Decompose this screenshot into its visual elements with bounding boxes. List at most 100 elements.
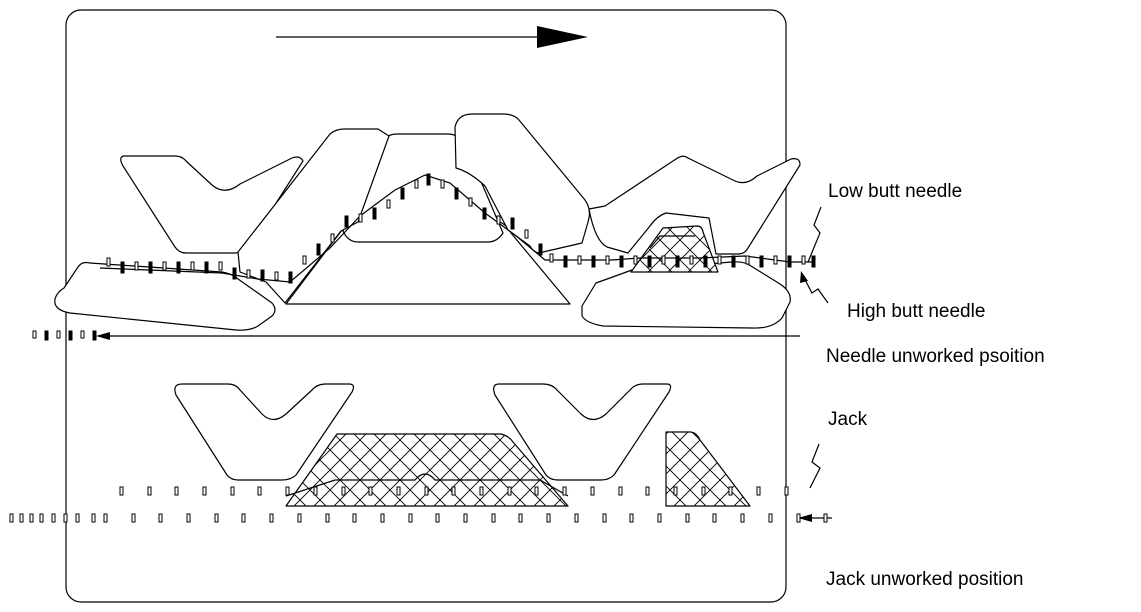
needle-butt [120,261,125,274]
jack-cam-group [174,383,751,507]
needle-butt [358,213,363,223]
jack-cam-hatched-small [665,431,751,507]
label-needle-unworked-position: Needle unworked psoition [826,346,1045,367]
jack-unworked-line [9,513,832,523]
needle-butt [633,255,638,265]
jack-unworked-mark [9,513,14,523]
needle-butt [414,179,419,189]
needle-butt [148,261,153,274]
needle-unworked-mark [80,330,85,339]
high-butt-arrowhead [800,271,808,283]
needle-butt-marks [106,173,816,284]
needle-butt [246,269,251,279]
jack-path-curve [285,473,569,497]
needle-butt [538,243,543,256]
needle-butt [400,187,405,200]
needle-cam-left-riser [237,128,390,304]
needle-butt [274,271,279,281]
jack-unworked-mark [63,513,68,523]
needle-butt [176,261,181,274]
needle-butt [577,255,582,265]
jack-unworked-mark [269,513,274,523]
jack-unworked-mark [657,513,662,523]
needle-butt [591,255,596,268]
jack-butt [202,486,207,496]
jack-unworked-mark [823,513,828,523]
jack-butt [257,486,262,496]
needle-unworked-mark [32,330,37,339]
needle-butt [316,243,321,256]
jack-unworked-mark [768,513,773,523]
needle-butt [330,233,335,243]
needle-unworked-marks [32,330,97,341]
needle-butt [745,255,750,265]
jack-unworked-mark [408,513,413,523]
jack-unworked-mark [186,513,191,523]
jack-butt [368,486,373,496]
needle-cam-right-riser [454,113,591,254]
jack-butt [174,486,179,496]
jack-unworked-mark [91,513,96,523]
needle-butt [563,255,568,268]
jack-unworked-mark [39,513,44,523]
jack-butt [673,486,678,496]
jack-cam-right-v [493,383,672,481]
jack-unworked-mark [602,513,607,523]
needle-butt [773,255,778,265]
jack-butt [451,486,456,496]
jack-butt [784,486,789,496]
needle-butt [675,255,680,268]
jack-unworked-mark [546,513,551,523]
needle-butt [302,255,307,265]
needle-cam-hatched-raising [630,225,719,273]
low-butt-leader [807,206,822,263]
jack-butt [645,486,650,496]
needle-track [99,173,816,284]
jack-butt [424,486,429,496]
needle-butt [218,261,223,271]
jack-track [119,473,789,497]
label-high-butt-needle: High butt needle [847,301,985,322]
jack-butt [590,486,595,496]
needle-butt [468,197,473,207]
label-jack-unworked-position: Jack unworked position [826,569,1024,590]
label-low-butt-needle: Low butt needle [828,181,962,202]
needle-cam-hatched-inner-line [649,235,695,249]
jack-leader [809,443,821,489]
jack-unworked-mark [19,513,24,523]
jack-unworked-mark [574,513,579,523]
needle-unworked-mark [92,330,97,341]
needle-butt [232,267,237,280]
jack-unworked-mark [491,513,496,523]
needle-cam-group [54,113,801,331]
jack-unworked-mark [352,513,357,523]
jack-butt [507,486,512,496]
needle-cam-left-lower [54,261,276,331]
needle-butt [689,255,694,265]
needle-butt [106,257,111,267]
needle-butt [549,253,554,263]
needle-butt [703,255,708,268]
jack-cam-hatched-center [285,433,569,507]
label-jack: Jack [828,409,868,430]
jack-butt [534,486,539,496]
needle-butt [440,179,445,189]
needle-butt [204,261,209,274]
jack-cam-left-v [174,383,355,481]
jack-unworked-marks [9,513,828,523]
jack-unworked-mark [629,513,634,523]
needle-butt [496,215,501,225]
jack-butt [618,486,623,496]
jack-butt [396,486,401,496]
jack-butt [119,486,124,496]
needle-butt [190,261,195,271]
jack-butt [313,486,318,496]
needle-butt [717,255,722,265]
jack-unworked-mark [325,513,330,523]
jack-marks [119,486,789,496]
jack-unworked-mark [29,513,34,523]
jack-unworked-mark [380,513,385,523]
jack-butt [341,486,346,496]
needle-butt [801,255,806,265]
